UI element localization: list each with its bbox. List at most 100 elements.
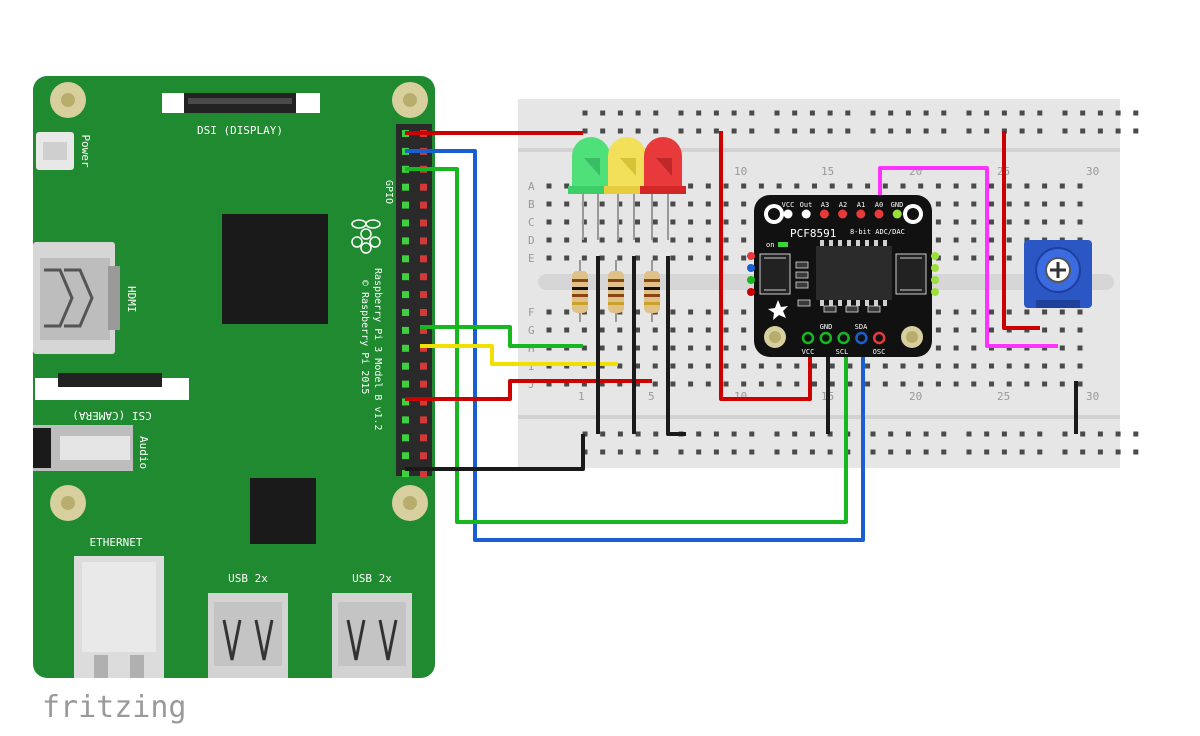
breadboard-hole bbox=[546, 381, 552, 387]
breadboard-hole bbox=[678, 110, 684, 116]
breadboard-hole bbox=[723, 381, 729, 387]
breadboard-hole bbox=[827, 110, 833, 116]
breadboard-hole bbox=[827, 431, 833, 437]
breadboard-hole bbox=[809, 431, 815, 437]
breadboard-hole bbox=[705, 255, 711, 261]
column-numbers-bottom: 1 5 10 15 20 25 30 bbox=[578, 390, 1099, 403]
gpio-pin bbox=[402, 452, 409, 460]
breadboard-hole bbox=[865, 381, 871, 387]
breadboard-hole bbox=[989, 363, 994, 369]
breadboard-hole bbox=[696, 128, 702, 134]
breadboard-hole bbox=[670, 309, 676, 315]
svg-text:GND: GND bbox=[891, 201, 904, 209]
gpio-label: GPIO bbox=[383, 180, 394, 204]
breadboard-hole bbox=[1077, 201, 1083, 207]
breadboard-hole bbox=[635, 381, 640, 387]
led-yellow bbox=[604, 137, 650, 240]
breadboard-hole bbox=[581, 219, 587, 225]
breadboard-hole bbox=[688, 219, 694, 225]
adc-pin bbox=[801, 209, 811, 219]
breadboard-hole bbox=[1115, 128, 1121, 134]
breadboard-hole bbox=[696, 431, 702, 437]
breadboard-hole bbox=[599, 219, 605, 225]
wire-red-pot bbox=[1002, 131, 1040, 330]
breadboard-hole bbox=[984, 431, 990, 437]
svg-text:10: 10 bbox=[734, 165, 747, 178]
gpio-pin bbox=[402, 380, 409, 388]
soc-chip bbox=[222, 214, 328, 324]
breadboard-hole bbox=[652, 381, 658, 387]
breadboard-hole bbox=[1019, 128, 1025, 134]
pi-pcb bbox=[33, 76, 435, 678]
breadboard-hole bbox=[670, 327, 676, 333]
gpio-pin bbox=[420, 326, 427, 334]
breadboard-hole bbox=[741, 309, 747, 315]
potentiometer bbox=[1024, 240, 1092, 308]
wire-red-vcc bbox=[719, 131, 812, 401]
breadboard-hole bbox=[653, 128, 659, 134]
svg-text:SCL: SCL bbox=[836, 348, 849, 356]
row-labels: A B C D E F G H I J bbox=[528, 180, 535, 391]
gpio-pin bbox=[420, 380, 427, 388]
breadboard-hole bbox=[723, 237, 729, 243]
breadboard-hole bbox=[870, 128, 876, 134]
breadboard-hole bbox=[1059, 345, 1065, 351]
breadboard-hole bbox=[600, 449, 606, 455]
breadboard-hole bbox=[888, 110, 894, 116]
breadboard-hole bbox=[600, 431, 606, 437]
breadboard-hole bbox=[599, 381, 605, 387]
breadboard-hole bbox=[749, 128, 755, 134]
breadboard-hole bbox=[713, 110, 719, 116]
breadboard-hole bbox=[599, 237, 605, 243]
breadboard-hole bbox=[1006, 363, 1012, 369]
resistors bbox=[572, 260, 660, 322]
breadboard-hole bbox=[827, 449, 833, 455]
breadboard-hole bbox=[847, 183, 853, 189]
breadboard-hole bbox=[581, 237, 587, 243]
breadboard-hole bbox=[731, 431, 737, 437]
breadboard-hole bbox=[971, 345, 977, 351]
breadboard-hole bbox=[1059, 327, 1065, 333]
breadboard-hole bbox=[635, 449, 641, 455]
breadboard-hole bbox=[989, 255, 994, 261]
adc-subtitle: 8-bit ADC/DAC bbox=[850, 228, 905, 236]
dsi-label: DSI (DISPLAY) bbox=[197, 124, 283, 137]
breadboard-hole bbox=[794, 183, 800, 189]
svg-text:A1: A1 bbox=[857, 201, 865, 209]
breadboard-hole bbox=[1097, 431, 1103, 437]
adc-pin bbox=[872, 331, 886, 345]
breadboard-hole bbox=[617, 201, 623, 207]
breadboard-hole bbox=[971, 183, 977, 189]
breadboard-hole bbox=[652, 327, 658, 333]
breadboard-hole bbox=[652, 255, 658, 261]
breadboard-hole bbox=[741, 219, 747, 225]
gpio-pin bbox=[402, 344, 409, 352]
svg-text:25: 25 bbox=[997, 390, 1010, 403]
breadboard-hole bbox=[731, 128, 737, 134]
svg-text:20: 20 bbox=[909, 390, 922, 403]
breadboard-hole bbox=[670, 255, 676, 261]
svg-text:VCC: VCC bbox=[802, 348, 815, 356]
breadboard-hole bbox=[670, 219, 676, 225]
breadboard-hole bbox=[713, 128, 719, 134]
breadboard-hole bbox=[1001, 110, 1007, 116]
breadboard-hole bbox=[888, 431, 894, 437]
breadboard-hole bbox=[617, 381, 623, 387]
breadboard-hole bbox=[953, 219, 959, 225]
breadboard-hole bbox=[564, 219, 570, 225]
svg-text:I: I bbox=[528, 360, 535, 373]
breadboard-hole bbox=[688, 327, 694, 333]
breadboard-hole bbox=[723, 327, 729, 333]
breadboard-hole bbox=[941, 128, 947, 134]
breadboard-hole bbox=[688, 363, 694, 369]
breadboard-hole bbox=[882, 381, 888, 387]
adc-pin bbox=[837, 331, 850, 345]
breadboard-hole bbox=[599, 255, 605, 261]
pcf8591-module: VCC Out A3 A2 A1 A0 GND VCC GND SCL SDA … bbox=[747, 195, 939, 357]
breadboard-hole bbox=[617, 237, 623, 243]
usb-left-label: USB 2x bbox=[228, 572, 268, 585]
breadboard-hole bbox=[564, 327, 570, 333]
breadboard-hole bbox=[812, 381, 817, 387]
breadboard-hole bbox=[845, 128, 851, 134]
resistor-1 bbox=[572, 260, 588, 322]
